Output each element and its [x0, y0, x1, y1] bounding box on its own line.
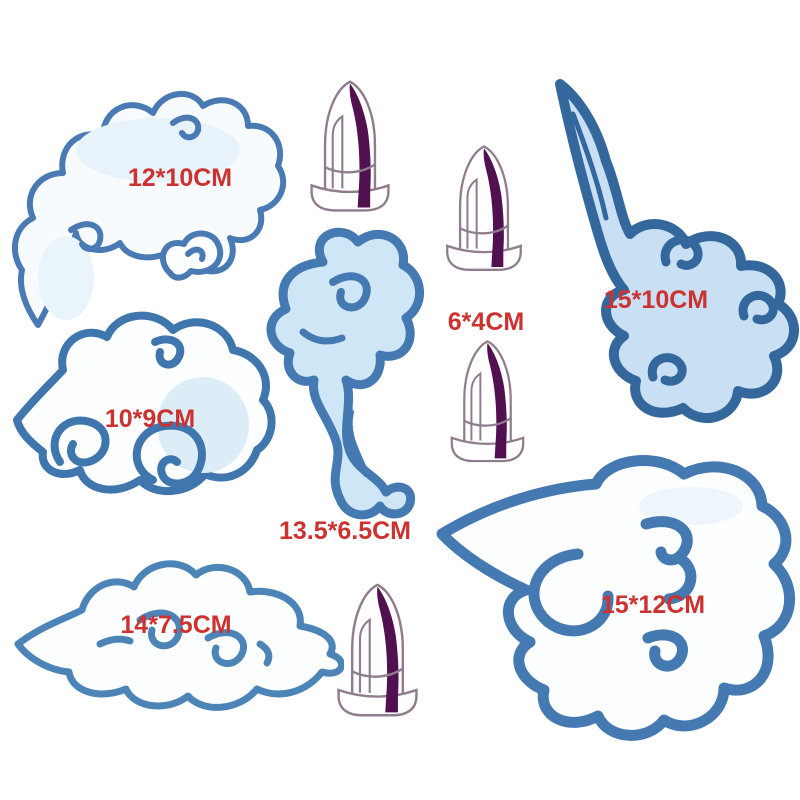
cloud-sticker-bottom-right-icon — [436, 455, 796, 741]
size-label-cloud-right: 15*10CM — [603, 286, 709, 314]
cloud-sticker-mid-left-icon — [13, 311, 276, 495]
cloud-sticker-top-left-icon — [12, 90, 287, 328]
size-label-cloud-mid-left: 10*9CM — [104, 405, 196, 433]
dome-sticker-1-icon — [310, 80, 390, 212]
dome-sticker-2-icon — [446, 145, 522, 271]
size-label-cloud-bottom-right: 15*12CM — [600, 591, 706, 619]
size-label-domes: 6*4CM — [447, 308, 525, 336]
size-label-cloud-center: 13.5*6.5CM — [278, 517, 412, 545]
size-label-cloud-bottom-left: 14*7.5CM — [120, 611, 232, 639]
cloud-sticker-bottom-left-icon — [14, 560, 344, 711]
cloud-sticker-center-icon — [266, 227, 425, 520]
dome-sticker-3-icon — [450, 340, 525, 463]
dome-sticker-4-icon — [337, 583, 418, 717]
size-label-cloud-top-left: 12*10CM — [127, 164, 233, 192]
cloud-sticker-right-icon — [555, 79, 799, 423]
